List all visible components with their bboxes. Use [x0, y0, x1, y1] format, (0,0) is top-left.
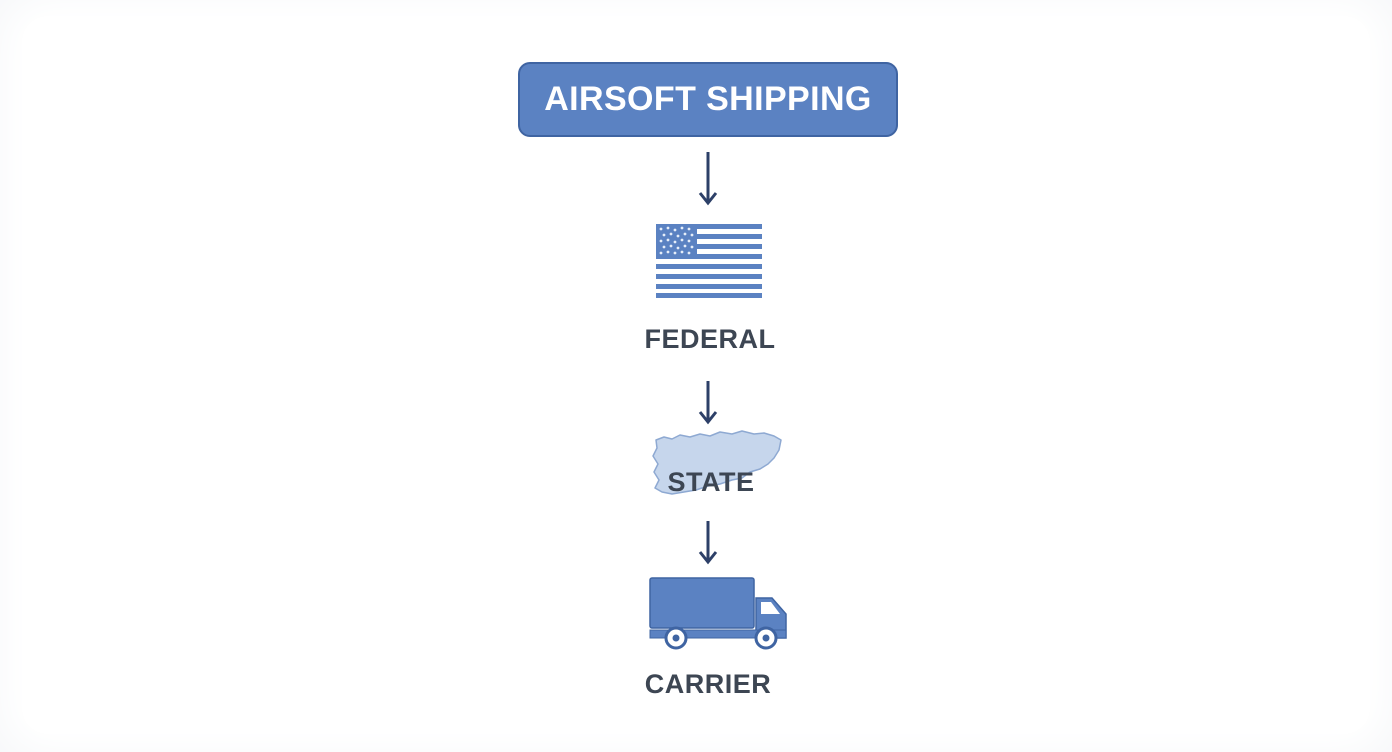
truck-icon: [649, 577, 787, 650]
arrow-down-icon: [698, 521, 718, 565]
arrow-down-icon: [698, 152, 718, 206]
title-box: AIRSOFT SHIPPING: [518, 62, 898, 137]
step-label-carrier: CARRIER: [644, 669, 772, 699]
step-label-state: STATE: [667, 467, 755, 497]
title-label: AIRSOFT SHIPPING: [544, 80, 872, 118]
us-flag-icon: [656, 224, 762, 298]
state-map-icon: [652, 430, 782, 495]
arrow-down-icon: [698, 381, 718, 425]
step-label-federal: FEDERAL: [644, 324, 776, 354]
